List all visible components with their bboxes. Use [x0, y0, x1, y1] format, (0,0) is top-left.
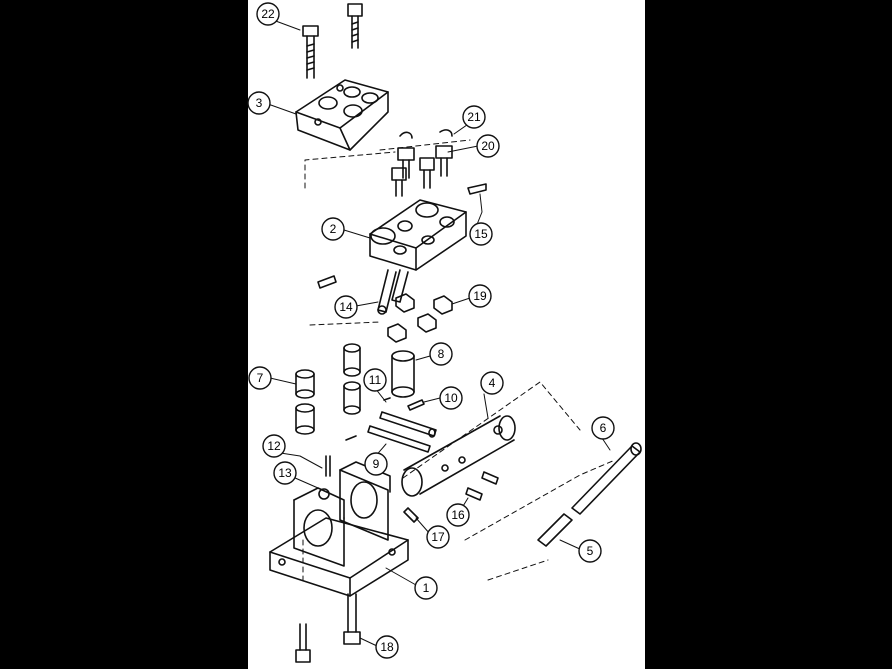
- svg-text:16: 16: [451, 508, 465, 522]
- callout-14: 14: [334, 295, 358, 319]
- sleeve-8: [391, 350, 415, 398]
- links-14: [377, 269, 409, 315]
- svg-text:17: 17: [431, 530, 445, 544]
- svg-text:5: 5: [587, 544, 594, 558]
- callout-1: 1: [414, 576, 438, 600]
- bolt-18: [295, 593, 361, 663]
- svg-text:11: 11: [369, 373, 382, 387]
- svg-text:10: 10: [444, 391, 458, 405]
- callout-15: 15: [469, 222, 493, 246]
- ball-13: [318, 488, 330, 500]
- callout-18: 18: [375, 635, 399, 659]
- svg-text:18: 18: [380, 640, 394, 654]
- callout-2: 2: [321, 217, 345, 241]
- pins-9: [345, 411, 437, 453]
- svg-text:15: 15: [474, 227, 488, 241]
- svg-text:6: 6: [600, 421, 607, 435]
- callout-3: 3: [247, 91, 271, 115]
- callout-20: 20: [476, 134, 500, 158]
- shaft-5: [537, 513, 573, 547]
- assembly-dashed-lines: [302, 139, 616, 581]
- callout-16: 16: [446, 503, 470, 527]
- callout-10: 10: [439, 386, 463, 410]
- callout-bubbles: 22 3 21 20 2 15 14 19 8 7 11 4 10 12 9 1…: [247, 2, 615, 659]
- screws-20-21: [391, 129, 487, 197]
- callout-12: 12: [262, 434, 286, 458]
- top-block-3: [295, 79, 389, 151]
- middle-block-2: [317, 199, 467, 289]
- callout-7: 7: [248, 366, 272, 390]
- shaft-6: [571, 442, 642, 515]
- svg-text:8: 8: [438, 347, 445, 361]
- bolt-22: [302, 3, 363, 79]
- svg-text:14: 14: [339, 300, 353, 314]
- callout-13: 13: [273, 461, 297, 485]
- svg-text:9: 9: [373, 457, 380, 471]
- svg-text:7: 7: [257, 371, 264, 385]
- tube-4: [401, 415, 516, 497]
- callout-6: 6: [591, 416, 615, 440]
- svg-text:20: 20: [481, 139, 495, 153]
- svg-text:3: 3: [256, 96, 263, 110]
- drawing-sheet: [248, 0, 645, 669]
- screws-16-17: [403, 471, 499, 523]
- callout-4: 4: [480, 371, 504, 395]
- base-1: [269, 461, 409, 597]
- callout-11: 11: [363, 368, 387, 392]
- callout-5: 5: [578, 539, 602, 563]
- svg-text:21: 21: [467, 110, 481, 124]
- pins-10-11: [383, 397, 425, 411]
- svg-text:4: 4: [489, 376, 496, 390]
- callout-9: 9: [364, 452, 388, 476]
- bushings-7: [295, 343, 361, 435]
- callout-19: 19: [468, 284, 492, 308]
- callout-8: 8: [429, 342, 453, 366]
- svg-text:2: 2: [330, 222, 337, 236]
- callout-22: 22: [256, 2, 280, 26]
- pin-12: [325, 455, 331, 477]
- callout-17: 17: [426, 525, 450, 549]
- svg-text:1: 1: [423, 581, 430, 595]
- svg-text:13: 13: [278, 466, 292, 480]
- svg-text:22: 22: [261, 7, 275, 21]
- callout-21: 21: [462, 105, 486, 129]
- leader-lines: [267, 19, 611, 647]
- svg-text:19: 19: [473, 289, 487, 303]
- svg-text:12: 12: [267, 439, 281, 453]
- nuts-19: [387, 293, 453, 343]
